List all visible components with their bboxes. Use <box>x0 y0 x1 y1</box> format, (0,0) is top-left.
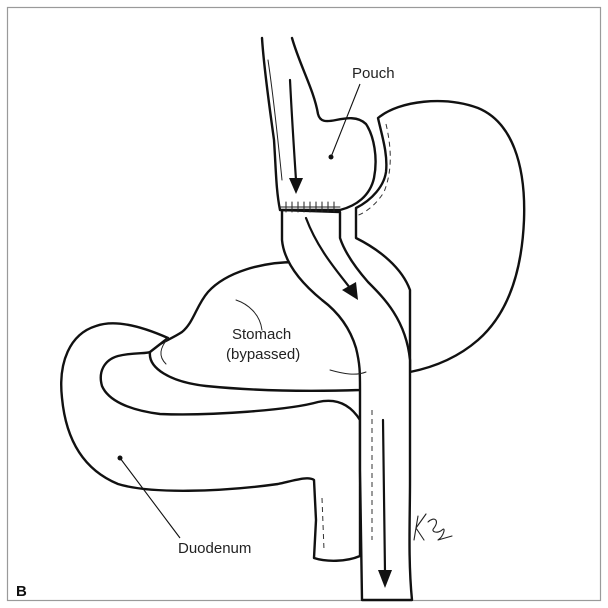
stomach-label-line2: (bypassed) <box>226 346 300 363</box>
duodenum-label: Duodenum <box>178 540 251 557</box>
gastric-pouch <box>262 38 376 210</box>
panel-letter: B <box>16 583 27 600</box>
stomach-label-line1: Stomach <box>232 326 291 343</box>
pouch-label: Pouch <box>352 65 395 82</box>
artist-signature <box>414 514 452 540</box>
